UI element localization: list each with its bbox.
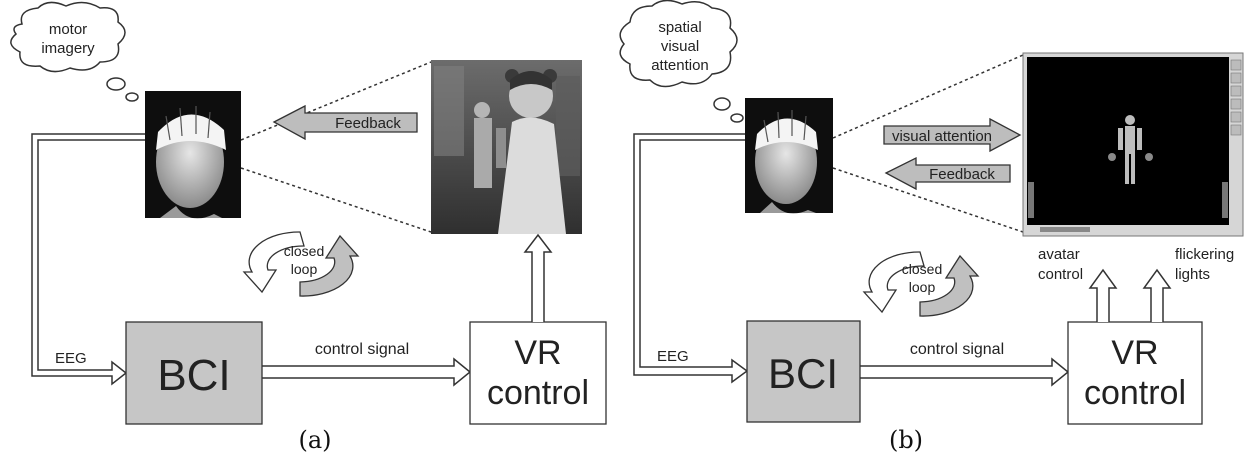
eeg-label-a: EEG bbox=[55, 350, 87, 367]
thought-line-3-b: attention bbox=[651, 57, 709, 74]
thought-line-2-b: visual bbox=[661, 38, 699, 55]
person-photo-b bbox=[745, 98, 833, 214]
projection-line-bottom-a bbox=[240, 167, 432, 233]
feedback-label-a: Feedback bbox=[335, 115, 401, 132]
thought-line-2: imagery bbox=[41, 40, 95, 57]
avatar-control-line-2: control bbox=[1038, 266, 1083, 283]
bci-label-b: BCI bbox=[768, 350, 838, 397]
vr-to-scene-arrow-a bbox=[523, 233, 553, 322]
projection-line-top-b bbox=[832, 54, 1024, 139]
projection-line-top-a bbox=[240, 61, 432, 141]
flickering-lights-line-1: flickering bbox=[1175, 246, 1234, 263]
vr-control-block-a: VR control bbox=[469, 321, 607, 425]
control-signal-arrow-b: control signal bbox=[860, 341, 1070, 387]
control-signal-label-b: control signal bbox=[910, 341, 1004, 358]
person-photo-a bbox=[145, 91, 241, 219]
bci-block-a: BCI bbox=[125, 321, 263, 425]
eeg-arrow-b: EEG bbox=[633, 133, 749, 384]
avatar-control-line-1: avatar bbox=[1038, 246, 1080, 263]
thought-cloud-b: spatial visual attention bbox=[619, 0, 744, 123]
vr-label-line-1-b: VR bbox=[1111, 334, 1158, 372]
vr-control-block-b: VR control bbox=[1067, 321, 1203, 425]
closed-loop-icon-b: closed loop bbox=[862, 251, 980, 317]
panel-a: motor imagery bbox=[10, 1, 607, 454]
vr-label-line-2-a: control bbox=[487, 374, 589, 412]
caption-b: (b) bbox=[889, 426, 923, 454]
closed-loop-line-1-b: closed bbox=[902, 261, 942, 277]
control-signal-label-a: control signal bbox=[315, 341, 409, 358]
panel-b: spatial visual attention bbox=[619, 0, 1244, 454]
visual-attention-arrow-b: visual attention bbox=[883, 117, 1022, 153]
bci-block-b: BCI bbox=[746, 320, 861, 423]
vr-label-line-1-a: VR bbox=[514, 334, 561, 372]
vr-label-line-2-b: control bbox=[1084, 374, 1186, 412]
eeg-label-b: EEG bbox=[657, 348, 689, 365]
vr-software-window-b bbox=[1022, 52, 1244, 237]
vr-scene-image-a bbox=[431, 60, 582, 234]
bci-label-a: BCI bbox=[157, 351, 230, 400]
feedback-arrow-a: Feedback bbox=[272, 104, 418, 141]
caption-a: (a) bbox=[298, 426, 331, 454]
flickering-lights-arrow-b bbox=[1142, 268, 1172, 322]
closed-loop-line-2-b: loop bbox=[909, 279, 936, 295]
closed-loop-line-2: loop bbox=[291, 261, 318, 277]
avatar-control-arrow-b bbox=[1088, 268, 1118, 322]
control-signal-arrow-a: control signal bbox=[262, 341, 472, 387]
thought-cloud-a: motor imagery bbox=[10, 1, 139, 102]
flickering-lights-line-2: lights bbox=[1175, 266, 1210, 283]
thought-line-1-b: spatial bbox=[658, 19, 701, 36]
closed-loop-icon-a: closed loop bbox=[242, 231, 360, 297]
closed-loop-line-1: closed bbox=[284, 243, 324, 259]
thought-line-1: motor bbox=[49, 21, 87, 38]
feedback-arrow-b: Feedback bbox=[884, 156, 1011, 191]
visual-attention-label-b: visual attention bbox=[892, 128, 992, 145]
feedback-label-b: Feedback bbox=[929, 166, 995, 183]
